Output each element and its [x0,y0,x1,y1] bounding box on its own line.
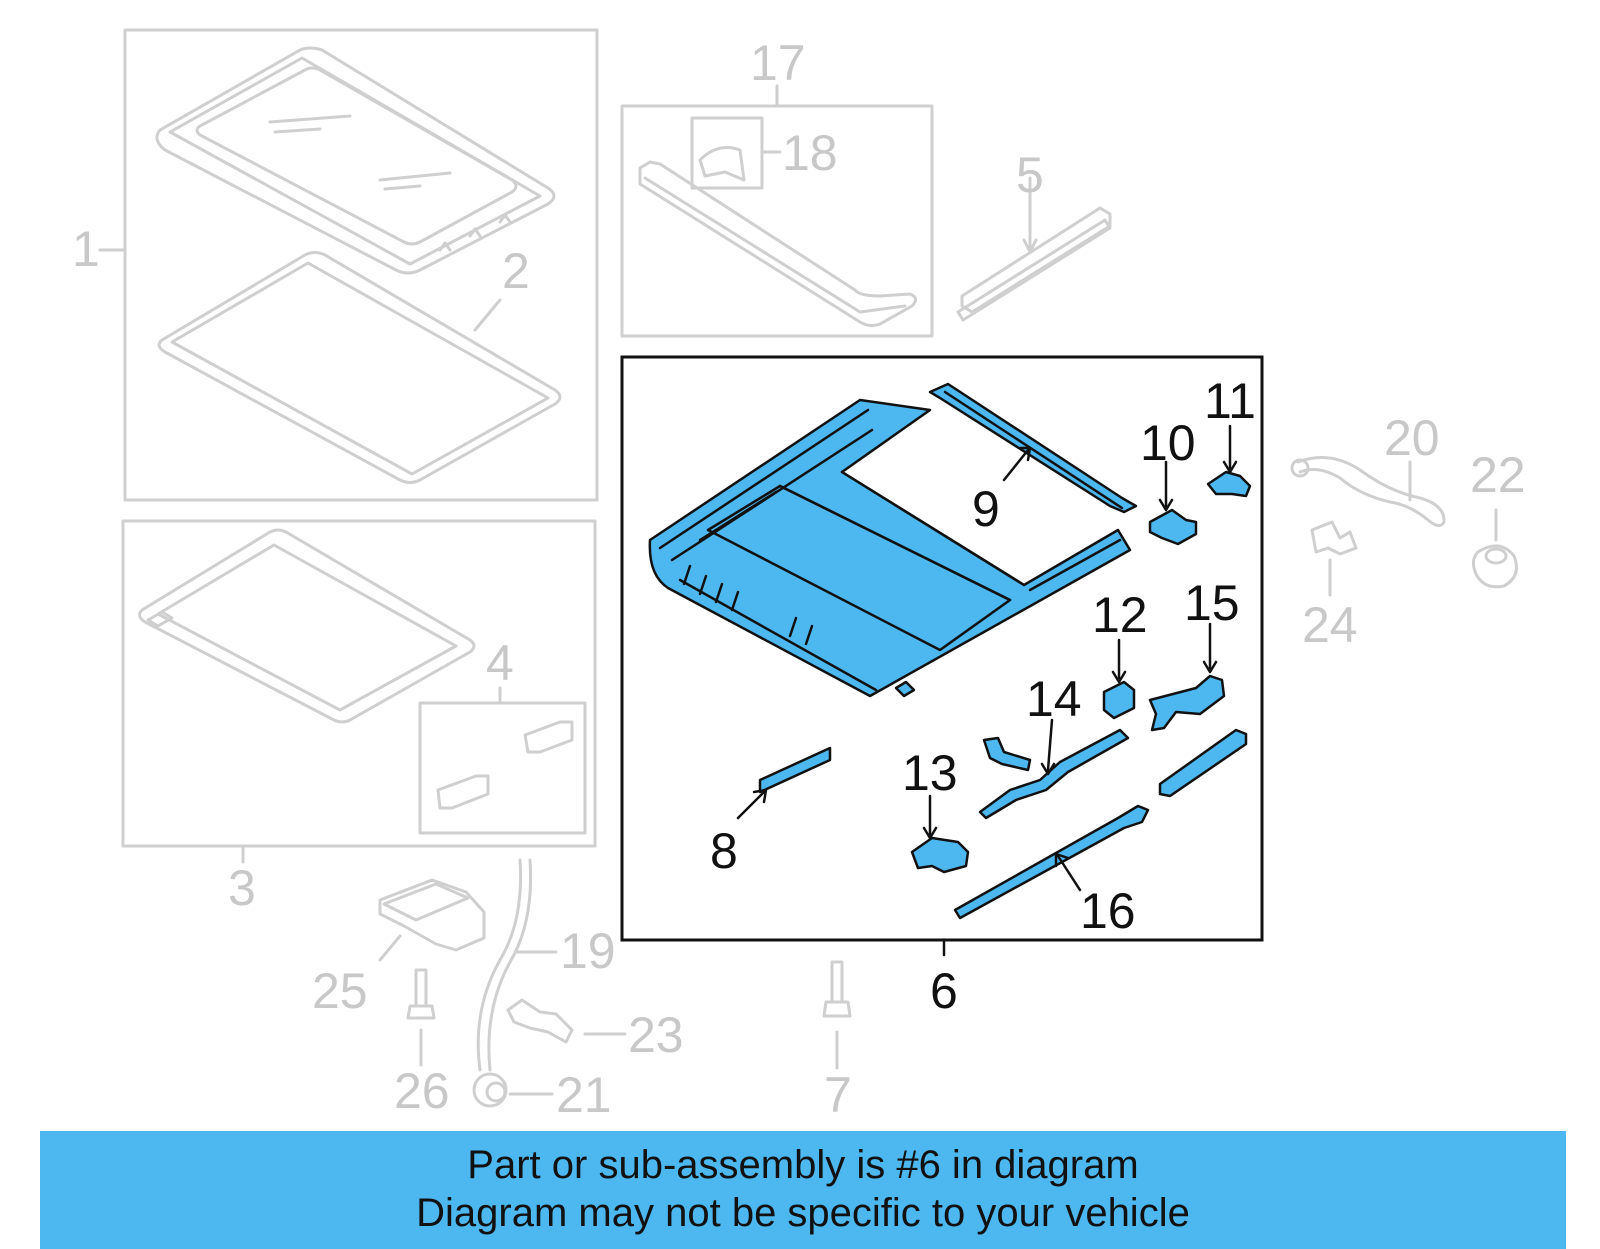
part-14-guide [978,728,1130,820]
part-14-bolt [982,736,1032,772]
callout-13: 13 [902,745,958,801]
info-banner: Part or sub-assembly is #6 in diagram Di… [40,1131,1566,1249]
part-6-sunroof-frame-group [620,355,1264,957]
callout-8: 8 [710,823,738,879]
part-10-bracket [1148,508,1198,546]
callout-6: 6 [930,963,958,1019]
callout-14: 14 [1026,671,1082,727]
callout-22: 22 [1470,447,1526,503]
part-7-bolt [822,960,852,1070]
callout-23: 23 [628,1007,684,1063]
part-25-motor [378,878,486,962]
part-21-grommet [472,1072,554,1108]
callout-11: 11 [1204,373,1256,429]
part-20-drain-hose [1290,456,1446,527]
part-23-bracket [506,998,627,1044]
part-6-rail-piece [1158,728,1248,798]
part-22-grommet [1471,508,1518,589]
callout-17: 17 [750,35,806,91]
part-13-slider [910,836,970,874]
part-5-rail [956,176,1112,322]
callout-25: 25 [312,963,368,1019]
banner-line-2: Diagram may not be specific to your vehi… [416,1191,1190,1235]
callout-24: 24 [1302,597,1358,653]
callout-16: 16 [1080,883,1136,939]
part-26-bolt [406,968,436,1067]
callout-15: 15 [1184,575,1240,631]
part-17-wind-deflector-group [620,84,934,338]
callout-20: 20 [1384,410,1440,466]
part-15-linkage [1148,674,1226,732]
callout-26: 26 [394,1063,450,1119]
callout-3: 3 [228,860,256,916]
part-24-clip [1310,520,1358,597]
callout-12: 12 [1092,587,1148,643]
callout-9: 9 [972,481,1000,537]
callout-10: 10 [1140,415,1196,471]
part-12-block [1102,680,1136,720]
callout-18: 18 [782,125,838,181]
callout-1: 1 [72,221,100,277]
callout-4: 4 [486,635,514,691]
part-16-cable [953,804,1150,920]
callout-7: 7 [824,1067,852,1123]
banner-line-1: Part or sub-assembly is #6 in diagram [467,1143,1139,1187]
part-19-drain-tube [476,858,558,1072]
part-11-clip [1206,470,1252,498]
callout-5: 5 [1016,147,1044,203]
part-3-sunshade-group [121,519,597,864]
part-8-seal-strip [758,746,832,794]
callout-19: 19 [560,923,616,979]
part-1-glass-panel-group [98,28,599,502]
callout-21: 21 [556,1067,612,1123]
callout-2: 2 [502,243,530,299]
